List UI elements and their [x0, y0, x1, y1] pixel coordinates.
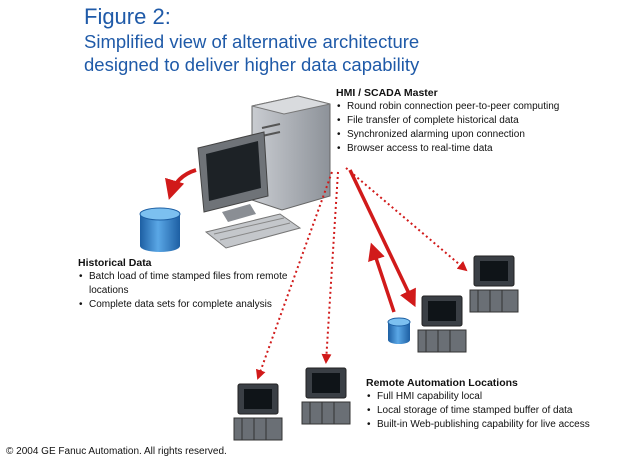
list-item: Complete data sets for complete analysis	[78, 298, 318, 312]
hmi-master-title: HMI / SCADA Master	[336, 87, 438, 99]
figure-caption-line-1: Simplified view of alternative architect…	[84, 31, 420, 52]
remote-locations-title: Remote Automation Locations	[366, 377, 518, 389]
solid-arrow-to-right-mid	[348, 169, 416, 308]
hmi-master-block: HMI / SCADA Master Round robin connectio…	[336, 86, 636, 156]
remote-station-bottom-left-icon	[233, 383, 283, 441]
list-item: Synchronized alarming upon connection	[336, 128, 636, 142]
remote-station-right-top-icon	[469, 255, 519, 313]
list-item: Full HMI capability local	[366, 390, 636, 404]
dotted-arrow-to-right-top	[345, 167, 468, 272]
solid-arrow-from-remote-db	[368, 242, 396, 313]
list-item: Round robin connection peer-to-peer comp…	[336, 100, 636, 114]
dotted-arrow-to-bottom-mid	[321, 171, 339, 364]
list-item: File transfer of complete historical dat…	[336, 114, 636, 128]
hmi-master-list: Round robin connection peer-to-peer comp…	[336, 100, 636, 156]
figure-caption-line-2: designed to deliver higher data capabili…	[84, 54, 420, 75]
remote-station-bottom-mid-icon	[301, 367, 351, 425]
historical-data-title: Historical Data	[78, 257, 152, 269]
list-item: Local storage of time stamped buffer of …	[366, 404, 636, 418]
historical-data-list: Batch load of time stamped files from re…	[78, 270, 318, 312]
list-item: Built-in Web-publishing capability for l…	[366, 418, 636, 432]
connection-arrows	[255, 167, 468, 380]
arrow-to-historical	[165, 168, 197, 200]
dotted-arrow-to-bottom-left	[255, 171, 333, 380]
figure-heading: Figure 2: Simplified view of alternative…	[84, 4, 419, 76]
remote-locations-block: Remote Automation Locations Full HMI cap…	[366, 376, 636, 432]
historical-database-icon	[139, 207, 181, 252]
historical-data-block: Historical Data Batch load of time stamp…	[78, 256, 318, 312]
copyright-notice: © 2004 GE Fanuc Automation. All rights r…	[6, 446, 227, 457]
figure-number: Figure 2:	[84, 4, 171, 29]
remote-station-right-mid-icon	[417, 295, 467, 353]
remote-database-icon	[387, 317, 411, 344]
master-computer-icon	[197, 95, 331, 249]
list-item: Batch load of time stamped files from re…	[78, 270, 318, 298]
list-item: Browser access to real-time data	[336, 142, 636, 156]
remote-locations-list: Full HMI capability local Local storage …	[366, 390, 636, 432]
